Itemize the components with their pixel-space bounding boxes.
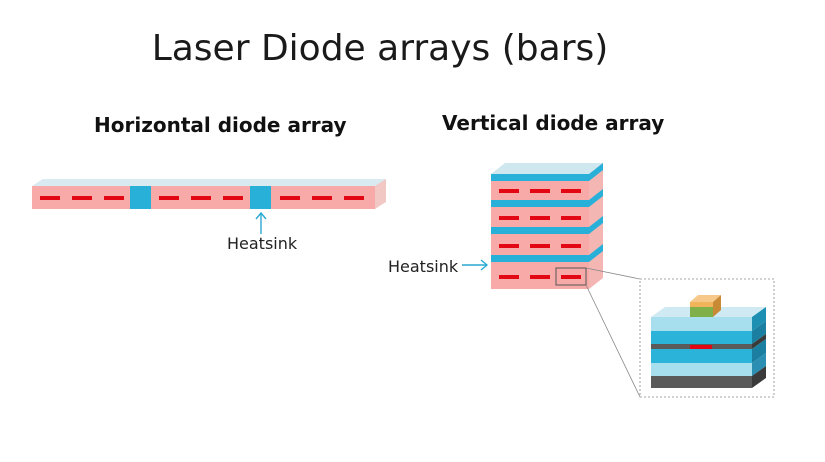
heatsink-layer [491,174,589,181]
heatsink-block [250,186,271,209]
horizontal-heatsink-arrow [255,211,267,234]
heatsink-layer [491,255,589,262]
zoom-selection-box [555,267,587,286]
heatsink-layer [491,227,589,234]
horizontal-diode-bar [32,179,386,209]
bar-side-face [375,179,386,209]
page-title: Laser Diode arrays (bars) [151,28,609,69]
stack-emitters [499,189,581,279]
vertical-array-heading: Vertical diode array [442,111,665,135]
vertical-diode-stack [491,163,603,289]
active-region [690,345,712,349]
horizontal-array-heading: Horizontal diode array [94,113,347,137]
zoomed-emitter-detail [639,278,775,398]
horizontal-heatsink-label: Heatsink [227,234,298,253]
zoom-lines [585,267,641,398]
zoom-frame [639,278,775,398]
heatsink-layer [491,200,589,207]
vertical-heatsink-label: Heatsink [388,257,459,276]
emitters [40,196,364,200]
vertical-heatsink-arrow [462,259,489,271]
heatsink-block [130,186,151,209]
